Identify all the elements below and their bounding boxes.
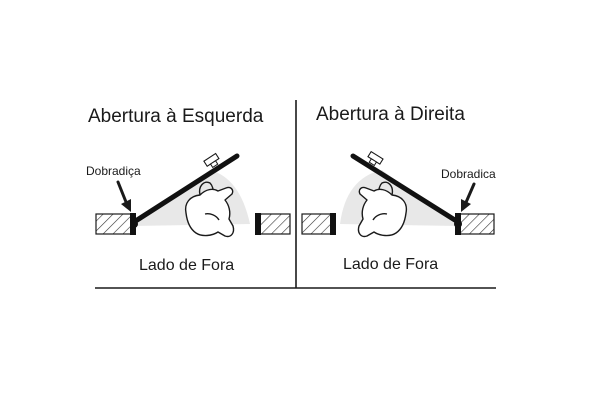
left-handle-icon bbox=[203, 152, 220, 169]
right-opening-diagram bbox=[301, 150, 495, 238]
right-panel-left-wall bbox=[301, 213, 333, 235]
left-hand-icon bbox=[184, 181, 235, 238]
left-panel-title: Abertura à Esquerda bbox=[88, 106, 264, 127]
right-hand-icon bbox=[357, 181, 408, 238]
right-hinge-arrowhead bbox=[461, 199, 471, 212]
right-frame-end bbox=[255, 213, 261, 235]
left-window-sash bbox=[131, 153, 240, 225]
right-panel-left-frame-end bbox=[330, 213, 336, 235]
right-outside-label: Lado de Fora bbox=[343, 256, 439, 273]
right-window-sash bbox=[350, 153, 461, 225]
left-hinge-arrowhead bbox=[121, 199, 131, 212]
right-handle-icon bbox=[367, 150, 384, 167]
left-wall-segment bbox=[95, 213, 133, 235]
right-panel-title: Abertura à Direita bbox=[316, 104, 465, 125]
right-hinge-label: Dobradica bbox=[441, 167, 496, 181]
left-hinge-label: Dobradiça bbox=[86, 164, 141, 178]
right-wall-segment bbox=[259, 213, 291, 235]
left-opening-diagram bbox=[95, 152, 291, 238]
left-outside-label: Lado de Fora bbox=[139, 257, 235, 274]
right-panel-right-wall bbox=[459, 213, 495, 235]
